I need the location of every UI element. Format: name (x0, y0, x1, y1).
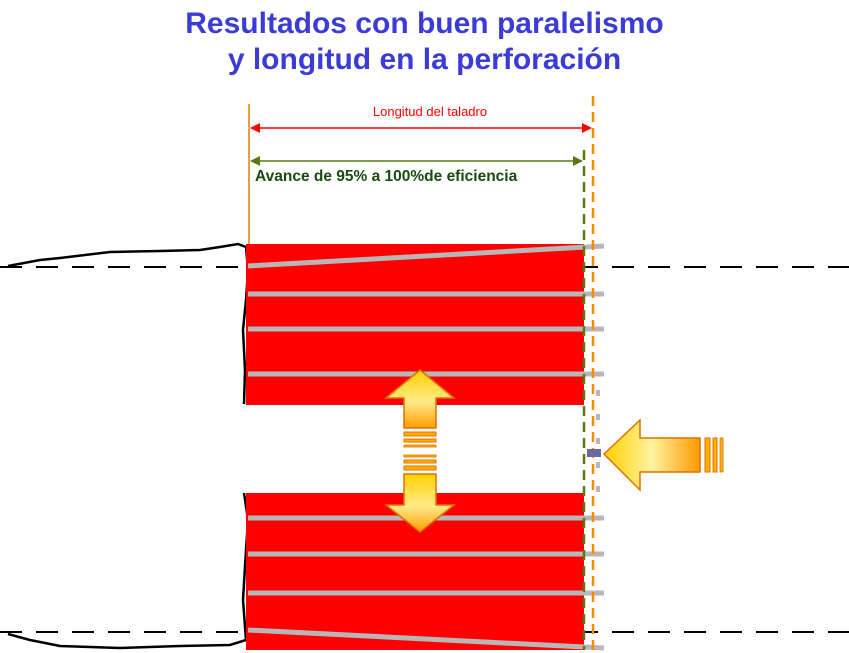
advance-dimension (250, 156, 583, 166)
title-line-2: y longitud en la perforación (227, 43, 622, 76)
drill-hole (247, 627, 605, 651)
advance-label: Avance de 95% a 100%de eficiencia (255, 168, 518, 185)
drill-hole (247, 243, 605, 269)
hole-length-dimension (250, 123, 592, 133)
tunnel-outline-bottom (7, 492, 250, 650)
page-title: Resultados con buen paralelismo y longit… (0, 6, 849, 78)
arrow-up-icon (383, 369, 457, 448)
tunnel-outline-top (7, 242, 250, 405)
arrow-left-icon (602, 418, 724, 492)
hole-length-label: Longitud del taladro (372, 104, 488, 119)
title-line-1: Resultados con buen paralelismo (185, 7, 664, 40)
arrow-down-icon (383, 454, 457, 533)
cut-marker (587, 449, 601, 457)
